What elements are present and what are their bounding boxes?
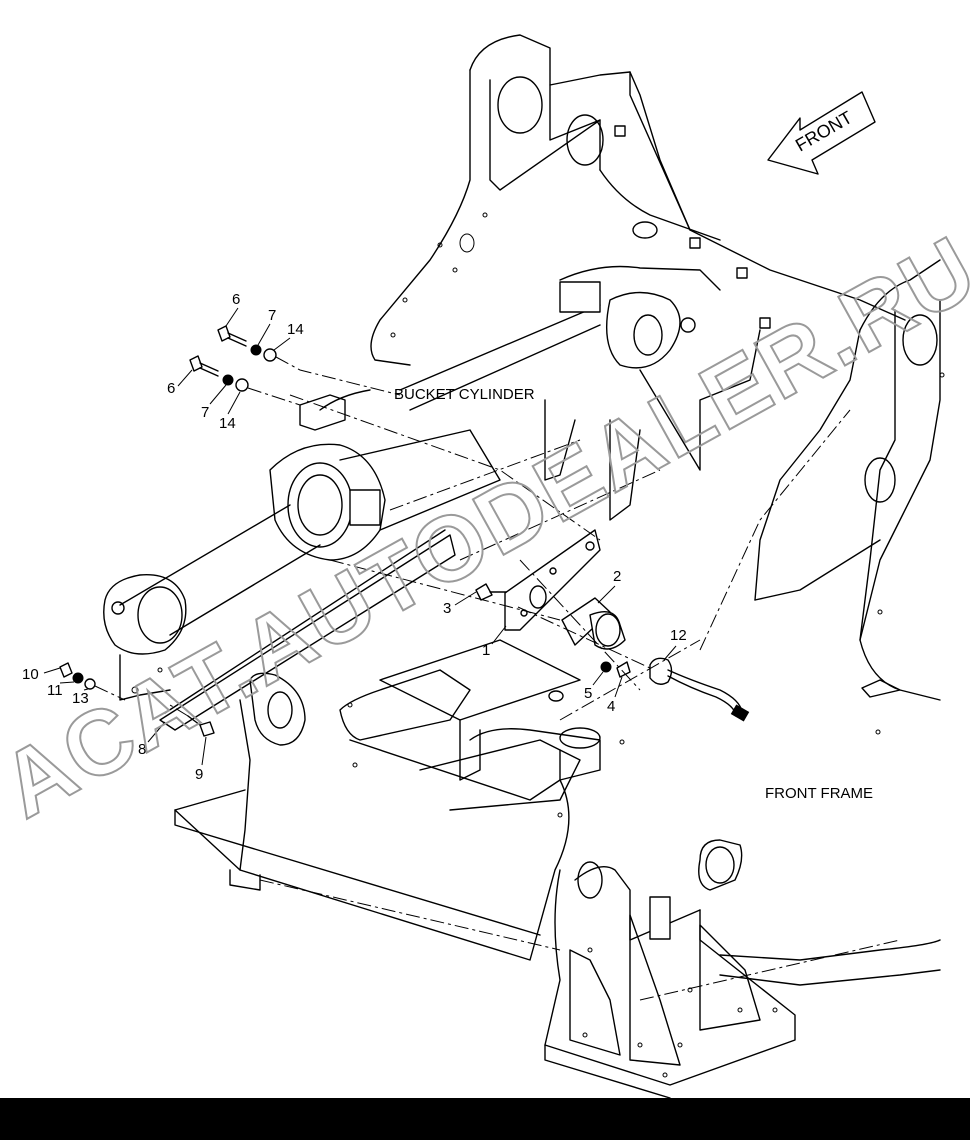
front-arrow-label: FRONT (792, 107, 856, 155)
loader-arm-tower (370, 34, 906, 366)
callout-12: 12 (670, 627, 687, 644)
right-frame-arm (754, 259, 945, 735)
bottom-black-bar (0, 1098, 970, 1140)
callout-2: 2 (613, 568, 621, 585)
callout-7a: 7 (268, 307, 276, 324)
callout-9: 9 (195, 766, 203, 783)
hardware-upper (189, 325, 401, 406)
callout-14a: 14 (287, 321, 304, 338)
front-frame-label: FRONT FRAME (765, 785, 873, 802)
guard-plate (159, 529, 456, 731)
front-frame (174, 639, 625, 961)
bucket-cylinder (103, 389, 501, 701)
callout-3: 3 (443, 600, 451, 617)
callout-6a: 6 (232, 291, 240, 308)
callout-4: 4 (607, 698, 615, 715)
diagram-canvas: FRONT BUCKET CYLINDER FRONT FRAME 6 7 14… (0, 34, 970, 1099)
callout-8: 8 (138, 741, 146, 758)
center-lines (259, 394, 901, 1001)
watermark: ACAT.AUTODEALER.RU (0, 217, 970, 837)
callout-7b: 7 (201, 404, 209, 421)
callout-11: 11 (47, 682, 63, 699)
callout-13: 13 (72, 690, 89, 707)
hardware-lower (59, 662, 215, 737)
callouts: 6 7 14 6 7 14 3 2 1 12 5 4 10 11 13 8 9 (22, 291, 687, 783)
front-frame-mounts (544, 839, 941, 1099)
bucket-cylinder-label: BUCKET CYLINDER (394, 386, 535, 403)
callout-6b: 6 (167, 380, 175, 397)
front-direction-arrow: FRONT (767, 91, 876, 175)
callout-5: 5 (584, 685, 592, 702)
callout-1: 1 (482, 642, 490, 659)
callout-14b: 14 (219, 415, 236, 432)
callout-10: 10 (22, 666, 39, 683)
bucket-cylinder-rod-end (399, 265, 761, 521)
sensor-bracket-assembly (475, 529, 750, 722)
